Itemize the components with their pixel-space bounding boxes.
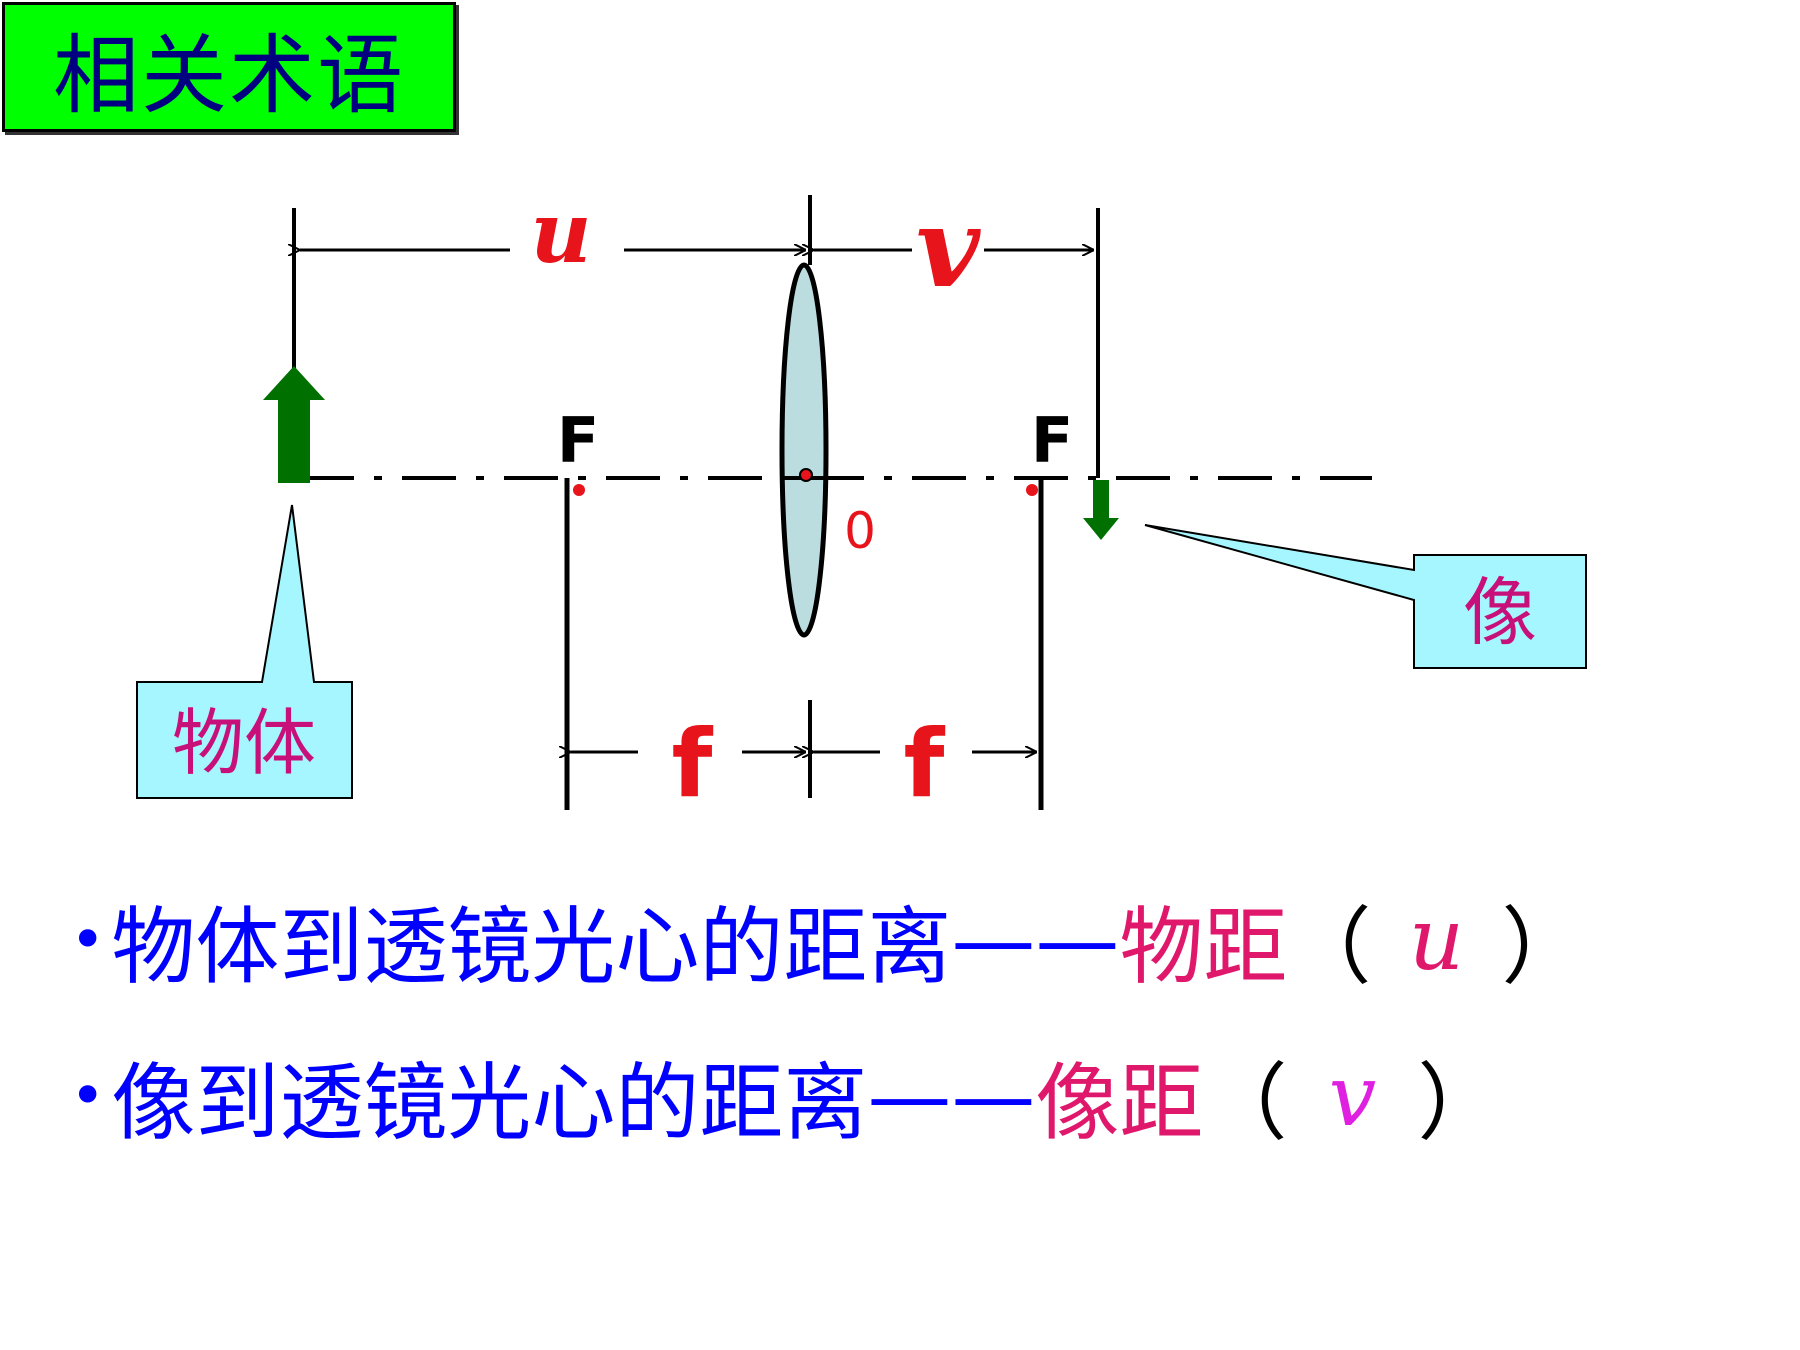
definition-dash: —— bbox=[867, 1047, 1036, 1145]
close-paren: ） bbox=[1417, 1053, 1502, 1152]
definition-symbol: u bbox=[1408, 890, 1465, 990]
definition-row-image-distance: • 像到透镜光心的距离 —— 像距 （ v ） bbox=[70, 1036, 1501, 1156]
lens-diagram: u v f f F F 0 物体 像 bbox=[136, 183, 1587, 819]
optical-center-dot bbox=[799, 468, 813, 482]
title-box: 相关术语 bbox=[2, 2, 456, 132]
definition-name: 物距 bbox=[1119, 897, 1288, 996]
page-title: 相关术语 bbox=[53, 25, 405, 126]
focus-right-label: F bbox=[1031, 404, 1073, 477]
close-paren: ） bbox=[1501, 897, 1586, 996]
definition-row-object-distance: • 物体到透镜光心的距离 —— 物距 （ u ） bbox=[70, 880, 1585, 1000]
f-right-label: f bbox=[904, 710, 946, 819]
right-focus-dot bbox=[1026, 484, 1038, 496]
definition-symbol: v bbox=[1328, 1047, 1377, 1145]
v-label: v bbox=[916, 183, 981, 312]
convex-lens bbox=[779, 262, 829, 638]
definition-term: 物体到透镜光心的距离 bbox=[111, 897, 952, 996]
definition-term: 像到透镜光心的距离 bbox=[111, 1053, 868, 1152]
open-paren: （ bbox=[1203, 1053, 1288, 1152]
f-left-label: f bbox=[672, 710, 714, 819]
left-focus-dot bbox=[573, 484, 585, 496]
u-label: u bbox=[530, 183, 591, 282]
image-callout bbox=[1144, 524, 1587, 669]
image-callout-text: 像 bbox=[1463, 570, 1537, 656]
bullet: • bbox=[70, 905, 106, 975]
object-arrow bbox=[263, 366, 325, 483]
bullet: • bbox=[70, 1061, 106, 1131]
definition-dash: —— bbox=[951, 891, 1120, 989]
optical-center-label: 0 bbox=[844, 502, 876, 560]
definition-name: 像距 bbox=[1035, 1053, 1204, 1152]
focus-left-label: F bbox=[557, 404, 599, 477]
object-callout bbox=[136, 504, 353, 799]
open-paren: （ bbox=[1287, 897, 1372, 996]
object-callout-text: 物体 bbox=[172, 701, 316, 785]
image-arrow bbox=[1083, 480, 1119, 540]
